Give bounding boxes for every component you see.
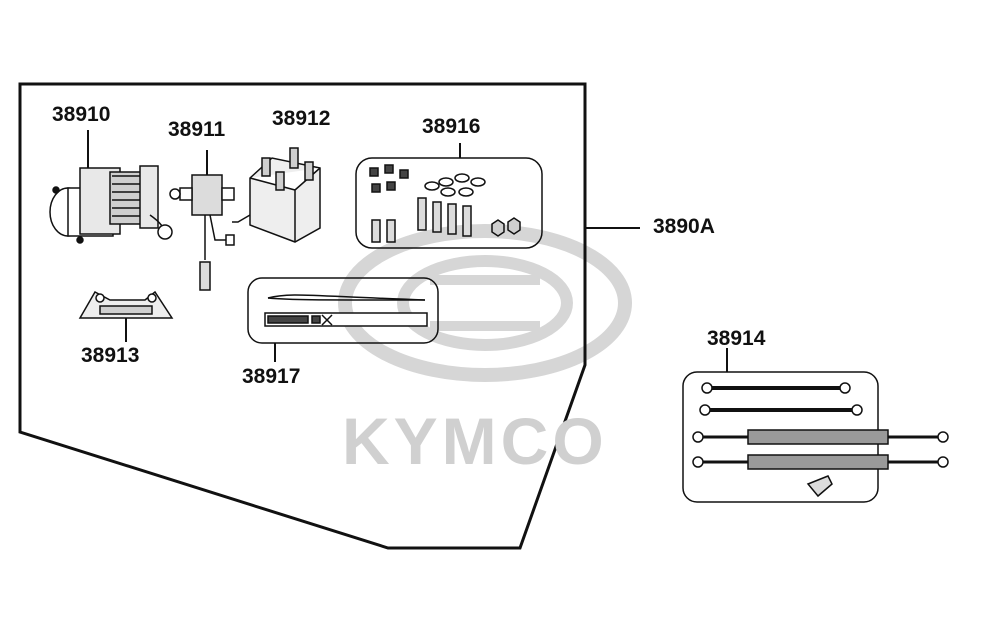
part-label-38912: 38912: [272, 107, 331, 130]
part-label-38914: 38914: [707, 327, 766, 350]
kit-outline: [18, 82, 587, 550]
solenoid-drawing: [232, 147, 321, 243]
part-label-38916: 38916: [422, 115, 481, 138]
kymco-watermark-logo: [338, 224, 632, 382]
label-kit-drawing: [247, 277, 439, 362]
part-label-38910: 38910: [52, 103, 111, 126]
hardware-kit-drawing: [355, 143, 543, 249]
assembly-label-3890A: 3890A: [653, 215, 715, 238]
part-label-38917: 38917: [242, 365, 301, 388]
part-label-38911: 38911: [168, 118, 226, 141]
kymco-watermark-text: KYMCO: [342, 404, 608, 478]
part-label-38913: 38913: [81, 344, 140, 367]
cable-kit-drawing: [682, 348, 949, 503]
winch-drawing: [49, 130, 173, 244]
switch-drawing: [169, 150, 235, 291]
fairlead-drawing: [78, 290, 174, 342]
